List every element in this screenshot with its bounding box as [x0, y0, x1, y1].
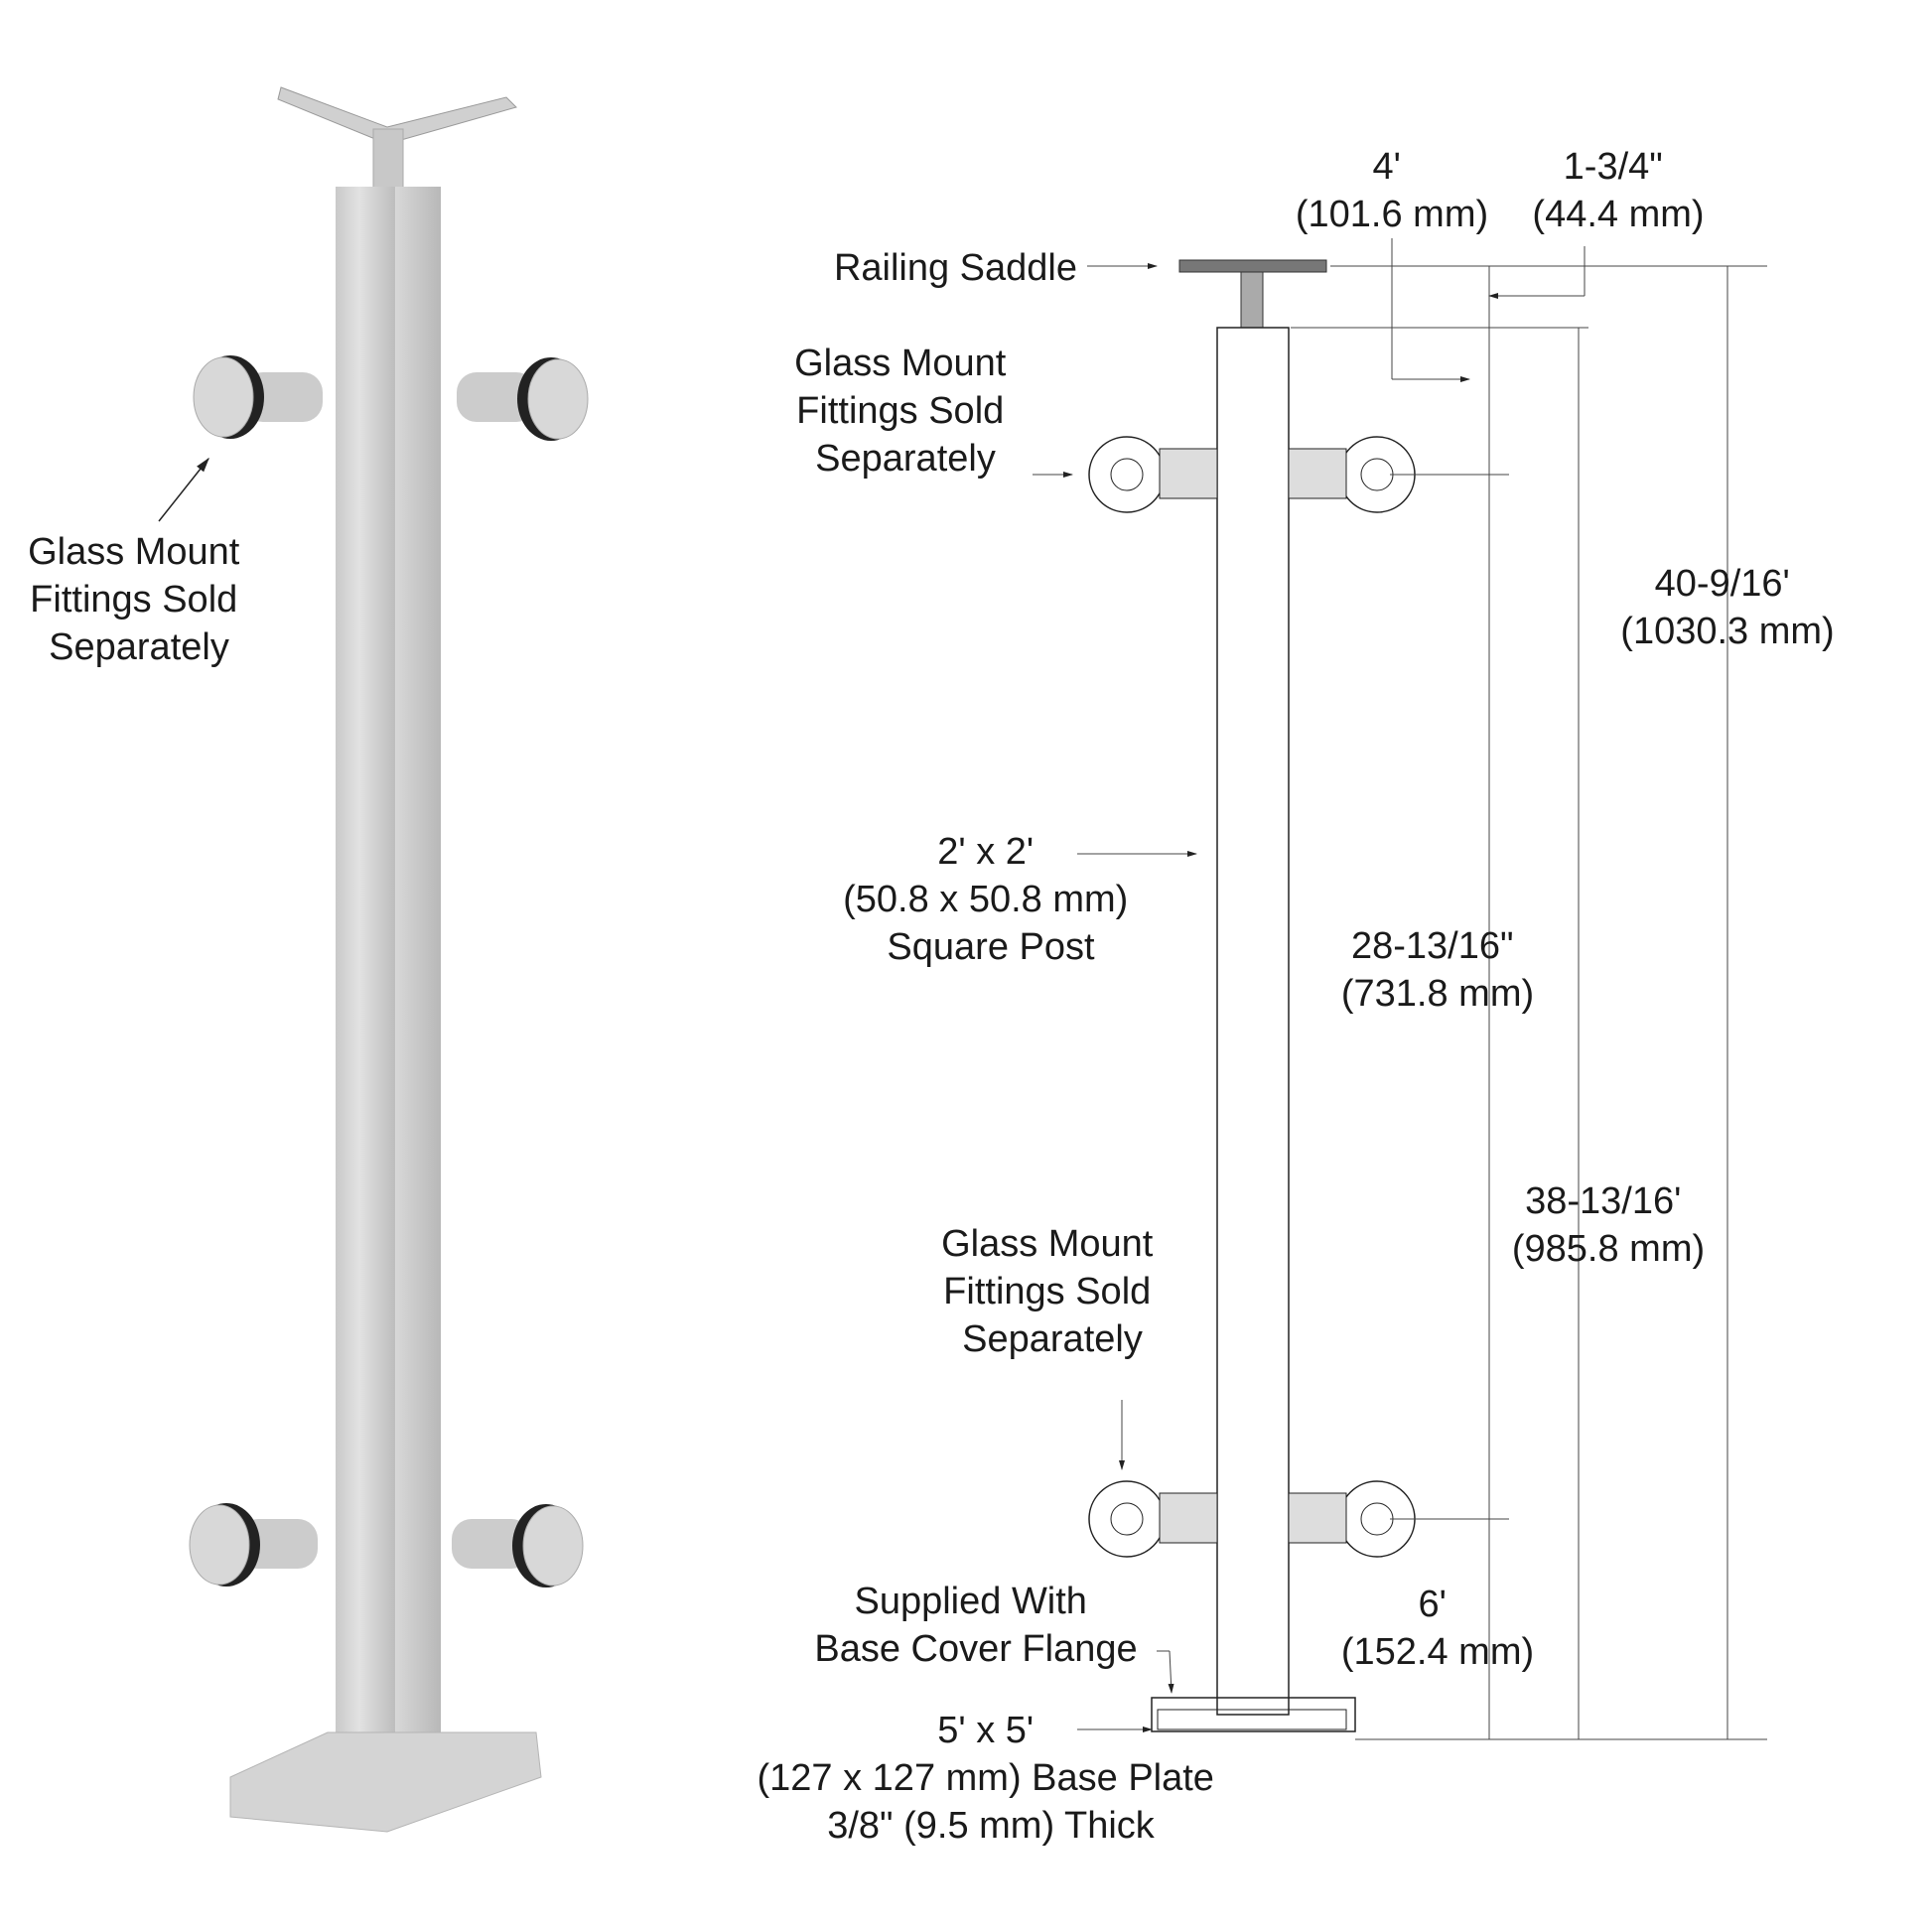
base-cover-label: Supplied With Base Cover Flange	[814, 1581, 1137, 1670]
flange-elev	[1151, 1697, 1356, 1732]
post-side	[395, 187, 441, 1737]
fitting-elev-bottom	[1088, 1480, 1416, 1558]
dim-28-13-16: 28-13/16" (731.8 mm)	[1341, 925, 1534, 1015]
glass-mount-bottom-label: Glass Mount Fittings Sold Separately	[941, 1223, 1164, 1360]
square-post-label: 2' x 2' (50.8 x 50.8 mm) Square Post	[843, 831, 1139, 968]
baseplate-elev	[1157, 1709, 1347, 1730]
post-3d-view: Glass Mount Fittings Sold Separately	[28, 86, 589, 1833]
dim-6: 6' (152.4 mm)	[1341, 1584, 1534, 1673]
saddle-stem-elev	[1240, 271, 1264, 329]
post-elev	[1216, 327, 1290, 1716]
base-plate-label: 5' x 5' (127 x 127 mm) Base Plate 3/8" (…	[758, 1710, 1225, 1847]
dim-40-9-16: 40-9/16' (1030.3 mm)	[1620, 563, 1834, 652]
glass-mount-top-label: Glass Mount Fittings Sold Separately	[794, 343, 1017, 480]
fitting-bottom-right	[452, 1504, 584, 1587]
saddle-plate	[1178, 259, 1327, 273]
elevation-labels: Railing Saddle Glass Mount Fittings Sold…	[758, 146, 1835, 1847]
fitting-top-right	[457, 357, 589, 441]
base-plate-3d	[229, 1731, 542, 1833]
dim-4: 4' (101.6 mm)	[1296, 146, 1488, 235]
left-callout: Glass Mount Fittings Sold Separately	[28, 531, 250, 668]
dim-38-13-16: 38-13/16' (985.8 mm)	[1512, 1180, 1705, 1270]
post-elevation	[1033, 238, 1767, 1740]
fitting-elev-top	[1088, 436, 1416, 513]
railing-saddle-label: Railing Saddle	[834, 247, 1077, 289]
dim-1-3-4: 1-3/4" (44.4 mm)	[1532, 146, 1704, 235]
fitting-top-left	[193, 355, 323, 439]
post-front	[336, 187, 395, 1737]
fitting-bottom-left	[189, 1503, 318, 1587]
